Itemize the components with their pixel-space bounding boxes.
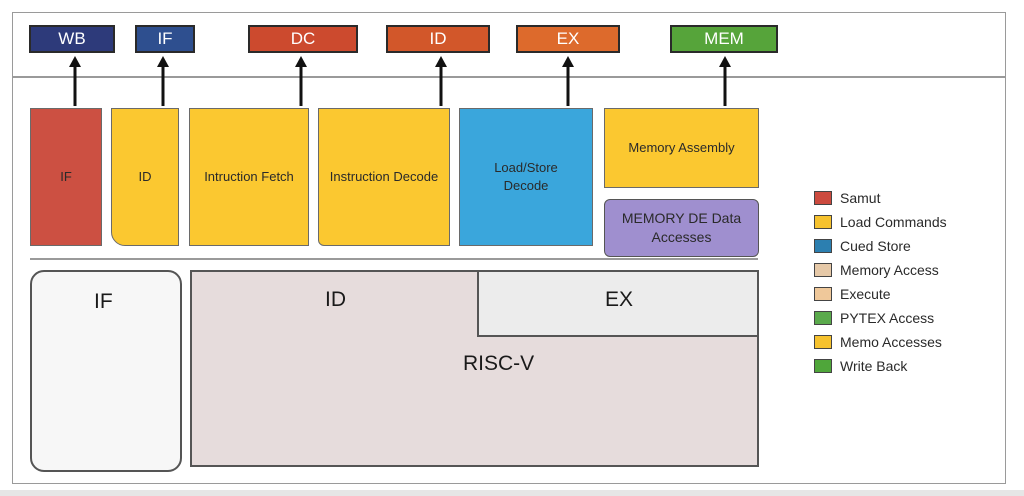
top-stage-wb: WB (29, 25, 115, 53)
stage-id-label: ID (138, 169, 152, 185)
legend-swatch (814, 215, 832, 229)
legend-label: Load Commands (840, 214, 947, 230)
legend-label: Write Back (840, 358, 908, 374)
legend-label: Cued Store (840, 238, 911, 254)
legend-label: PYTEX Access (840, 310, 935, 326)
stage-data-access-label: MEMORY DE Data Accesses (621, 210, 742, 245)
top-stage-if-label: IF (157, 29, 173, 48)
pipeline-core-label: RISC-V (463, 352, 535, 375)
pipeline-ex-label: EX (605, 288, 634, 311)
stage-fetch-block: Intruction Fetch (189, 108, 309, 246)
legend-label: Execute (840, 286, 891, 302)
stage-memory-assembly-block: Memory Assembly (604, 108, 759, 188)
diagram-frame (12, 12, 1006, 484)
stage-memory-assembly-label: Memory Assembly (628, 140, 735, 156)
legend: Samut Load Commands Cued Store Memory Ac… (814, 186, 947, 378)
pipeline-id-label: ID (325, 288, 346, 311)
legend-swatch (814, 359, 832, 373)
top-stage-ex: EX (516, 25, 620, 53)
top-stage-id: ID (386, 25, 490, 53)
stage-loadstore-label: Load/Store Decode (494, 160, 558, 193)
top-stage-mem: MEM (670, 25, 778, 53)
legend-swatch (814, 311, 832, 325)
legend-label: Memory Access (840, 262, 939, 278)
legend-item: Cued Store (814, 234, 947, 258)
top-divider (12, 76, 1006, 78)
legend-label: Memo Accesses (840, 334, 942, 350)
legend-swatch (814, 239, 832, 253)
pipeline-if-block (30, 270, 182, 472)
legend-item: Memory Access (814, 258, 947, 282)
pipeline-ex-block (477, 270, 759, 337)
arrow-up-icon (295, 56, 307, 106)
legend-item: Execute (814, 282, 947, 306)
top-stage-dc: DC (248, 25, 358, 53)
legend-swatch (814, 287, 832, 301)
top-stage-ex-label: EX (556, 29, 580, 48)
top-stage-if: IF (135, 25, 195, 53)
legend-swatch (814, 191, 832, 205)
legend-item: PYTEX Access (814, 306, 947, 330)
top-stage-id-label: ID (429, 29, 447, 48)
legend-item: Load Commands (814, 210, 947, 234)
stage-data-access-block: MEMORY DE Data Accesses (604, 199, 759, 257)
pipeline-if-label: IF (94, 290, 113, 313)
legend-swatch (814, 335, 832, 349)
stage-fetch-label: Intruction Fetch (204, 169, 294, 185)
stage-decode-block: Instruction Decode (318, 108, 450, 246)
stage-if-block: IF (30, 108, 102, 246)
arrow-up-icon (69, 56, 81, 106)
legend-swatch (814, 263, 832, 277)
arrow-up-icon (435, 56, 447, 106)
stage-id-block: ID (111, 108, 179, 246)
top-stage-mem-label: MEM (704, 29, 744, 48)
middle-divider (30, 258, 758, 260)
legend-item: Samut (814, 186, 947, 210)
stage-decode-label: Instruction Decode (329, 169, 439, 185)
top-stage-dc-label: DC (290, 29, 316, 48)
legend-label: Samut (840, 190, 881, 206)
arrow-up-icon (157, 56, 169, 106)
stage-if-label: IF (60, 169, 72, 185)
legend-item: Write Back (814, 354, 947, 378)
arrow-up-icon (562, 56, 574, 106)
arrow-up-icon (719, 56, 731, 106)
top-stage-wb-label: WB (58, 29, 86, 48)
bottom-strip (0, 490, 1024, 496)
stage-loadstore-block: Load/Store Decode (459, 108, 593, 246)
legend-item: Memo Accesses (814, 330, 947, 354)
